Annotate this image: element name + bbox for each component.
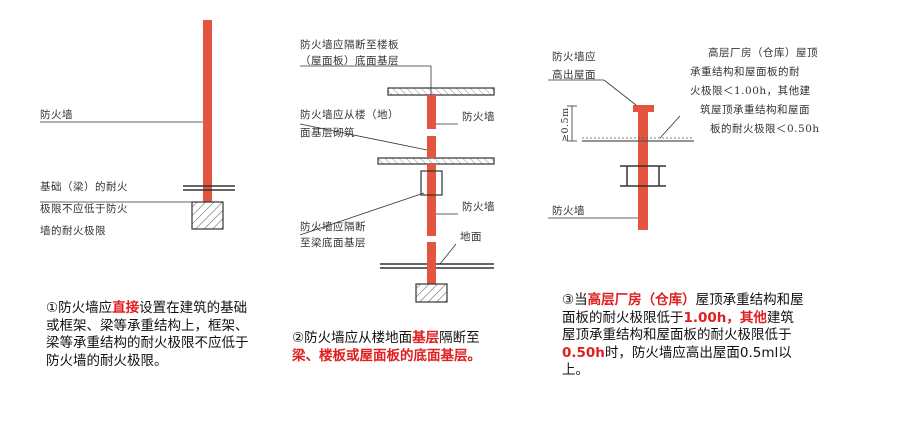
panel3-label-high-1: 防火墙应	[552, 50, 596, 63]
fire-wall-2d	[427, 242, 436, 284]
panel2-label-beam-2: 至梁底面基层	[300, 236, 366, 249]
panel1-caption-red1: 直接	[112, 300, 140, 316]
panel2-caption-p1: ②防火墙应从楼地面	[292, 330, 413, 346]
panel1-label-base-2: 极限不应低于防火	[40, 202, 128, 215]
panel3-note-3: 火极限＜1.00h，其他建	[690, 84, 811, 97]
panel3-caption-p1: ③当	[562, 292, 588, 308]
panel1-caption-p2: 设置在建筑的基础或框架、梁等承重结构上，框架、梁等承重结构的耐火极限不应低于防火…	[46, 300, 249, 369]
foundation-1	[191, 201, 224, 230]
panel2-caption: ②防火墙应从楼地面基层隔断至梁、楼板或屋面板的底面基层。	[292, 330, 504, 365]
panel3-note-1: 高层厂房（仓库）屋顶	[708, 46, 818, 59]
panel2-label-floor: 地面	[460, 230, 482, 243]
fire-wall-cap-3	[633, 105, 654, 112]
fire-wall-3	[638, 112, 648, 230]
panel3-label-dim: ≥0.5m	[560, 107, 571, 142]
panel2-label-mid-1: 防火墙应从楼（地）	[300, 108, 399, 121]
panel2-label-wall1: 防火墙	[462, 110, 495, 123]
panel2-label-wall2: 防火墙	[462, 200, 495, 213]
panel3-note-4: 筑屋顶承重结构和屋面	[700, 103, 810, 116]
panel2-caption-red2: 梁、楼板或屋面板的底面基层。	[292, 347, 481, 364]
fire-wall-2c	[427, 164, 436, 236]
panel2-figure: 防火墙应隔断至楼板 （屋面板）底面基层 防火墙应从楼（地） 面基层砌筑 防火墙 …	[299, 38, 495, 303]
panel1-caption: ①防火墙应直接设置在建筑的基础或框架、梁等承重结构上，框架、梁等承重结构的耐火极…	[46, 300, 256, 370]
panel1-label-wall: 防火墙	[40, 108, 73, 121]
panel3-caption-red1: 高层厂房（仓库）	[587, 292, 696, 308]
beam-2	[420, 170, 443, 196]
fire-wall-2a	[427, 95, 436, 129]
foundation-2	[415, 283, 448, 303]
panel3-figure: ≥0.5m 防火墙应 高出屋面 高层厂房（仓库）屋顶 承重结构和屋面板的耐 火极…	[548, 46, 820, 230]
fire-wall-2b	[427, 136, 436, 158]
panel2-caption-p2: 隔断至	[439, 330, 480, 346]
panel3-caption-red3: 0.50h	[562, 344, 605, 361]
panel1-label-base-3: 墙的耐火极限	[40, 224, 106, 237]
panel3-caption-p4: 时，防火墙应高出屋面0.5ml以上。	[562, 344, 792, 379]
panel3-caption-p2: 屋顶承重结构和屋面板的耐火极限低于	[562, 292, 804, 326]
panel2-label-top-2: （屋面板）底面基层	[300, 54, 399, 67]
panel3-caption-red2: 1.00h，其他	[683, 309, 767, 326]
panel3-note-5: 板的耐火极限＜0.50h	[710, 122, 820, 135]
fire-wall-1	[203, 20, 212, 202]
panel1-caption-p1: ①防火墙应	[46, 300, 113, 316]
panel3-note-2: 承重结构和屋面板的耐	[690, 65, 800, 78]
panel3-caption-p3: 建筑屋顶承重结构和屋面板的耐火极限低于	[562, 309, 794, 344]
panel3-label-high-2: 高出屋面	[552, 68, 596, 81]
panel2-caption-red1: 基层	[412, 330, 440, 346]
panel2-label-mid-2: 面基层砌筑	[300, 126, 355, 139]
panel3-label-wall: 防火墙	[552, 204, 585, 217]
panel1-label-base-1: 基础（梁）的耐火	[40, 180, 128, 193]
panel2-label-top-1: 防火墙应隔断至楼板	[300, 38, 399, 51]
panel2-label-beam-1: 防火墙应隔断	[300, 220, 366, 233]
panel1-figure: 防火墙 基础（梁）的耐火 极限不应低于防火 墙的耐火极限	[40, 20, 235, 237]
panel3-caption: ③当高层厂房（仓库）屋顶承重结构和屋面板的耐火极限低于1.00h，其他建筑屋顶承…	[562, 292, 806, 380]
